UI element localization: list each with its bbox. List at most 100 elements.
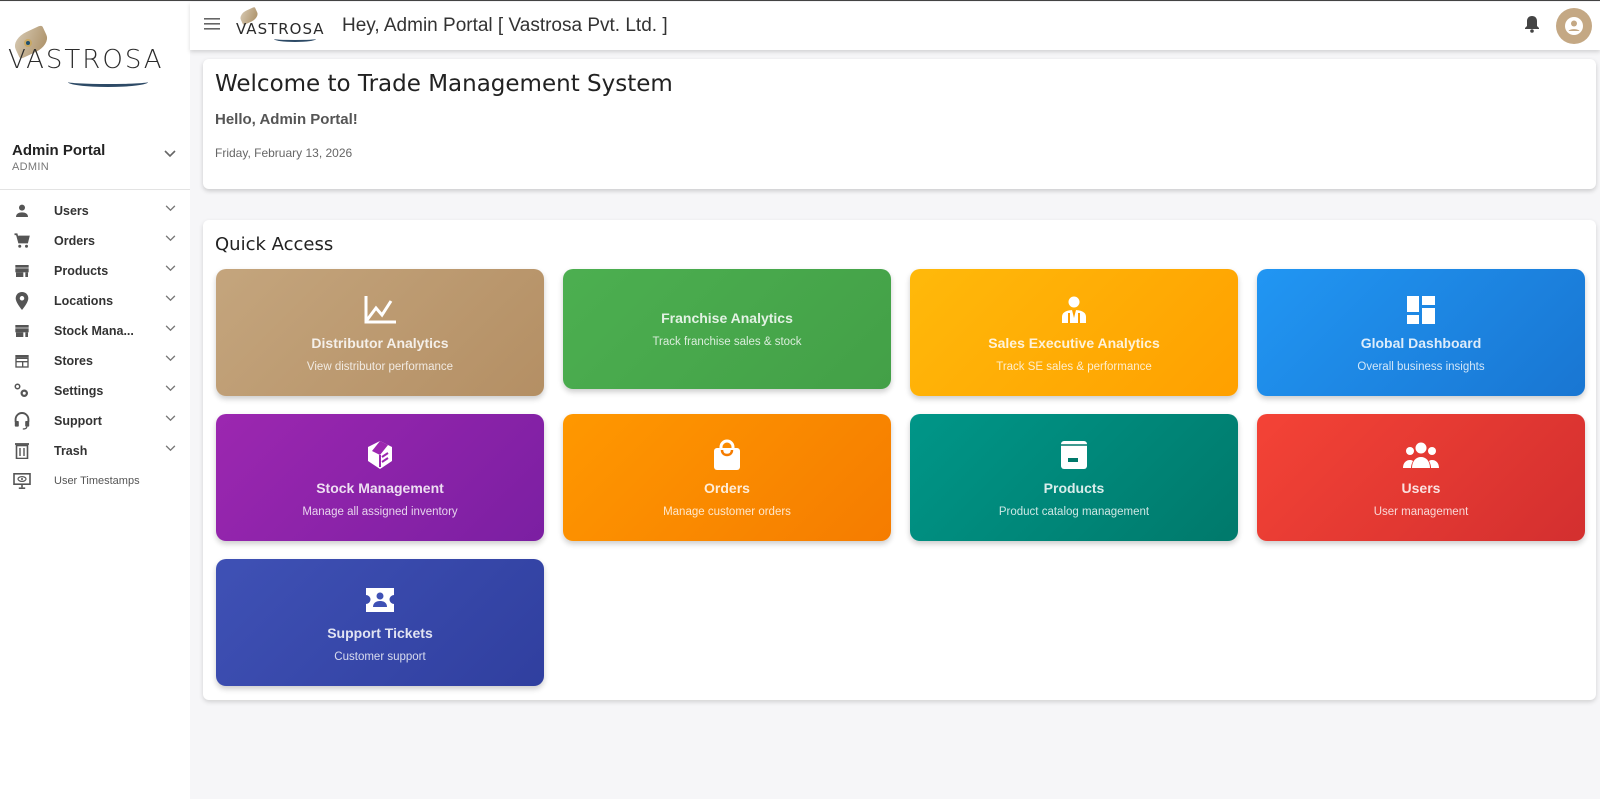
- person-icon: [13, 202, 31, 220]
- quick-access-grid: Distributor Analytics View distributor p…: [216, 269, 1585, 686]
- sidebar-item-user-timestamps[interactable]: User Timestamps: [0, 466, 190, 496]
- trash-icon: [13, 442, 31, 460]
- tile-orders[interactable]: Orders Manage customer orders: [563, 414, 891, 541]
- sidebar-item-products[interactable]: Products: [0, 256, 190, 286]
- box-open-icon: [364, 438, 396, 472]
- topbar-actions: [1524, 8, 1592, 44]
- feather-eye: [24, 39, 32, 47]
- topbar-logo[interactable]: VASTROSA: [236, 6, 328, 44]
- chevron-down-icon: [165, 235, 176, 242]
- sidebar-item-orders[interactable]: Orders: [0, 226, 190, 256]
- current-date: Friday, February 13, 2026: [215, 146, 353, 160]
- sidebar-item-locations[interactable]: Locations: [0, 286, 190, 316]
- sidebar-item-label: Settings: [54, 384, 104, 398]
- sidebar-item-label: Stock Mana...: [54, 324, 134, 338]
- chevron-down-icon: [165, 385, 176, 392]
- archive-box-icon: [1060, 438, 1088, 472]
- sidebar-item-trash[interactable]: Trash: [0, 436, 190, 466]
- tile-subtitle: View distributor performance: [306, 360, 454, 373]
- tile-franchise-analytics[interactable]: Franchise Analytics Track franchise sale…: [563, 269, 891, 389]
- sidebar-item-label: Products: [54, 264, 109, 278]
- sidebar-item-label: Support: [54, 414, 102, 428]
- line-chart-icon: [364, 293, 396, 327]
- ticket-icon: [364, 583, 396, 617]
- bell-icon[interactable]: [1524, 15, 1540, 38]
- chevron-down-icon: [165, 295, 176, 302]
- tile-title: Franchise Analytics: [661, 310, 793, 326]
- hamburger-icon[interactable]: [204, 17, 220, 35]
- logo-swoosh: [274, 36, 316, 42]
- top-bar: VASTROSA Hey, Admin Portal [ Vastrosa Pv…: [190, 2, 1600, 50]
- quick-access-title: Quick Access: [215, 234, 334, 255]
- headset-icon: [13, 412, 31, 430]
- tile-subtitle: Track SE sales & performance: [996, 360, 1152, 373]
- sidebar-item-users[interactable]: Users: [0, 196, 190, 226]
- chevron-down-icon: [165, 265, 176, 272]
- tile-distributor-analytics[interactable]: Distributor Analytics View distributor p…: [216, 269, 544, 396]
- logo-text: VASTROSA: [236, 20, 325, 38]
- chevron-down-icon: [164, 150, 176, 158]
- welcome-hello: Hello, Admin Portal!: [215, 111, 358, 128]
- store-icon: [13, 322, 31, 340]
- store-icon: [13, 262, 31, 280]
- sidebar-logo[interactable]: VASTROSA: [0, 2, 190, 122]
- logo-text: VASTROSA: [8, 45, 164, 75]
- chevron-down-icon: [165, 205, 176, 212]
- group-icon: [1403, 438, 1439, 472]
- sidebar-item-label: Locations: [54, 294, 114, 308]
- sidebar-item-label: Stores: [54, 354, 93, 368]
- tile-title: Products: [1043, 479, 1105, 496]
- page-title: Welcome to Trade Management System: [215, 71, 673, 97]
- tile-title: Support Tickets: [327, 624, 433, 641]
- sidebar-item-label: Users: [54, 204, 89, 218]
- account-circle-icon: [1565, 17, 1583, 35]
- sidebar-item-settings[interactable]: Settings: [0, 376, 190, 406]
- sidebar-item-label: Trash: [54, 444, 88, 458]
- tile-title: Global Dashboard: [1360, 334, 1482, 351]
- shopping-bag-icon: [713, 438, 741, 472]
- tile-title: Users: [1401, 479, 1441, 496]
- sidebar-item-label: Orders: [54, 234, 95, 248]
- chevron-down-icon: [165, 355, 176, 362]
- logo-swoosh: [68, 77, 148, 87]
- sidebar-item-stores[interactable]: Stores: [0, 346, 190, 376]
- tile-subtitle: Manage customer orders: [663, 505, 791, 518]
- tile-subtitle: Customer support: [334, 650, 426, 663]
- tile-products[interactable]: Products Product catalog management: [910, 414, 1238, 541]
- tile-subtitle: Overall business insights: [1357, 360, 1485, 373]
- user-role: ADMIN: [12, 161, 49, 173]
- tile-users[interactable]: Users User management: [1257, 414, 1585, 541]
- dashboard-icon: [1407, 293, 1435, 327]
- tile-title: Orders: [704, 479, 750, 496]
- vastrosa-logo: VASTROSA: [8, 24, 168, 97]
- sidebar-item-label: User Timestamps: [54, 475, 140, 487]
- tile-sales-executive-analytics[interactable]: Sales Executive Analytics Track SE sales…: [910, 269, 1238, 396]
- storefront-outline-icon: [13, 352, 31, 370]
- tile-support-tickets[interactable]: Support Tickets Customer support: [216, 559, 544, 686]
- sidebar-nav: Users Orders Products Locations Stock Ma…: [0, 190, 190, 496]
- tile-title: Sales Executive Analytics: [988, 334, 1160, 351]
- executive-icon: [1061, 293, 1087, 327]
- tile-global-dashboard[interactable]: Global Dashboard Overall business insigh…: [1257, 269, 1585, 396]
- user-name: Admin Portal: [12, 142, 106, 159]
- tile-subtitle: Manage all assigned inventory: [302, 505, 458, 518]
- chevron-down-icon: [165, 325, 176, 332]
- tile-subtitle: Track franchise sales & stock: [652, 336, 802, 348]
- welcome-card: Welcome to Trade Management System Hello…: [203, 59, 1596, 189]
- quick-access-panel: Quick Access Distributor Analytics View …: [203, 220, 1596, 700]
- account-avatar[interactable]: [1556, 8, 1592, 44]
- tile-subtitle: Product catalog management: [998, 505, 1150, 518]
- tile-title: Distributor Analytics: [311, 334, 449, 351]
- tile-title: Stock Management: [316, 479, 444, 496]
- header-greeting: Hey, Admin Portal [ Vastrosa Pvt. Ltd. ]: [342, 15, 668, 36]
- location-pin-icon: [13, 292, 31, 310]
- cart-icon: [13, 232, 31, 250]
- user-profile-toggle[interactable]: Admin Portal ADMIN: [0, 122, 190, 190]
- sidebar-item-stock-management[interactable]: Stock Mana...: [0, 316, 190, 346]
- sidebar: VASTROSA Admin Portal ADMIN Users Orders…: [0, 2, 190, 799]
- tile-stock-management[interactable]: Stock Management Manage all assigned inv…: [216, 414, 544, 541]
- monitor-eye-icon: [13, 472, 31, 490]
- gears-icon: [13, 382, 31, 400]
- sidebar-item-support[interactable]: Support: [0, 406, 190, 436]
- chevron-down-icon: [165, 415, 176, 422]
